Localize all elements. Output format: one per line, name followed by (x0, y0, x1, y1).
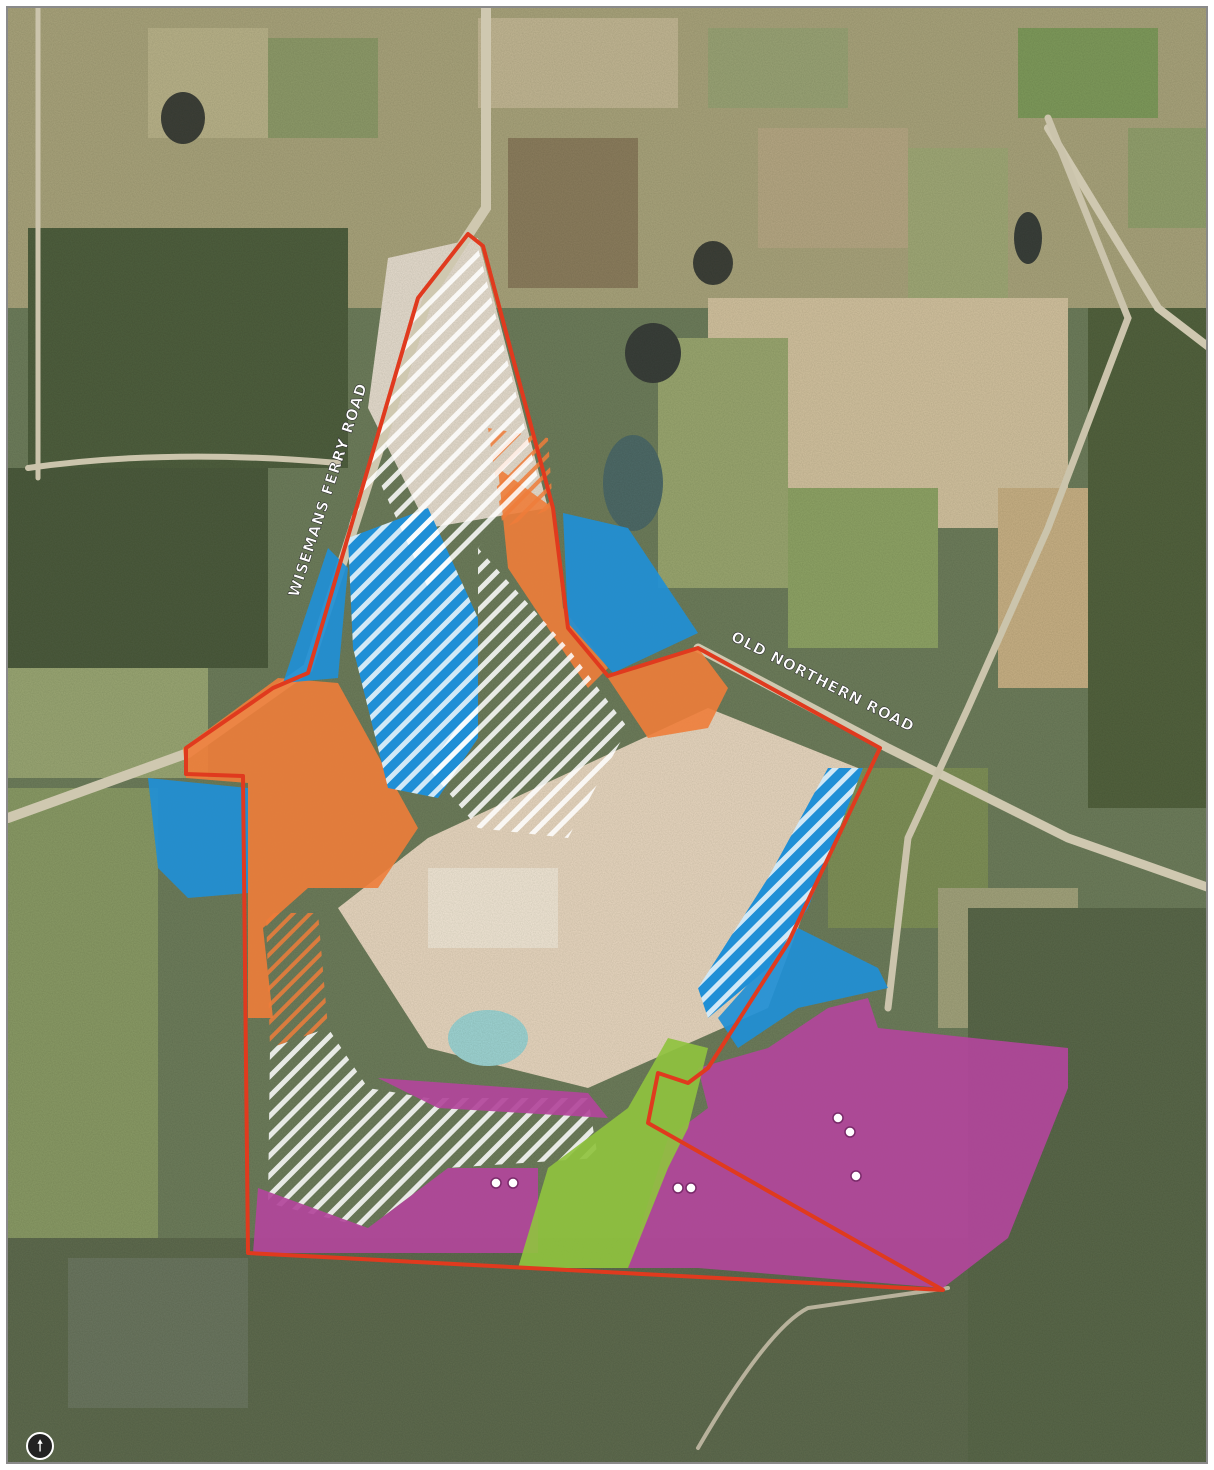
site-marker[interactable] (672, 1182, 684, 1194)
terrain-layer (8, 8, 1206, 1462)
orange-zone-east[interactable] (608, 648, 728, 738)
blue-zone-west-strip[interactable] (283, 548, 348, 683)
track-line (696, 1286, 950, 1450)
magenta-zone-west[interactable] (253, 1168, 538, 1253)
aerial-map[interactable]: WISEMANS FERRY ROAD OLD NORTHERN ROAD (8, 8, 1208, 1464)
rural-road-west-line (25, 453, 341, 471)
old-northern-road-line (1044, 124, 1206, 350)
blue-zone-far-west[interactable] (148, 778, 248, 898)
rural-road-north-line (884, 114, 1132, 1012)
site-boundary[interactable] (184, 232, 945, 1292)
magenta-zone-east[interactable] (628, 998, 1068, 1288)
north-arrow-icon[interactable]: 🠕 (26, 1432, 54, 1460)
magenta-zone-strip[interactable] (378, 1078, 608, 1118)
map-frame: WISEMANS FERRY ROAD OLD NORTHERN ROAD 🠕 (6, 6, 1208, 1464)
blue-zone-north-east[interactable] (563, 513, 698, 673)
orange-hatched-zone[interactable] (266, 913, 328, 1048)
blue-zone-south-east[interactable] (718, 928, 888, 1048)
white-hatched-zone-central[interactable] (428, 548, 628, 838)
site-marker[interactable] (850, 1170, 862, 1182)
orange-zone-west[interactable] (183, 678, 418, 1018)
site-marker[interactable] (844, 1126, 856, 1138)
white-hatched-zone-north[interactable] (348, 248, 538, 588)
site-marker[interactable] (832, 1112, 844, 1124)
blue-hatched-zone-east[interactable] (698, 768, 863, 1018)
zone-layer (148, 248, 1068, 1288)
green-zone[interactable] (518, 1038, 708, 1268)
site-marker[interactable] (507, 1177, 519, 1189)
site-marker[interactable] (490, 1177, 502, 1189)
site-marker[interactable] (685, 1182, 697, 1194)
site-markers (490, 1112, 862, 1194)
white-hatched-zone-south[interactable] (268, 1028, 598, 1228)
blue-hatched-zone-central[interactable] (348, 508, 478, 798)
